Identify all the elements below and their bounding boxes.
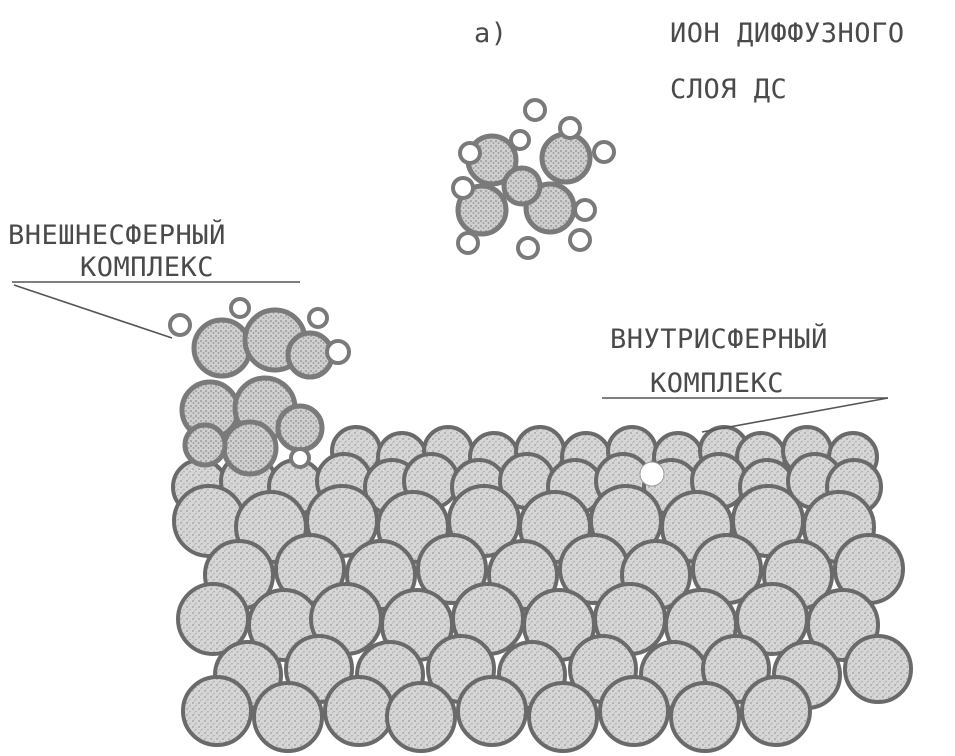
surface-atom [387, 683, 455, 751]
ion-ligand [594, 142, 614, 162]
ion-ligand [525, 100, 545, 120]
inner-sphere-pointer [702, 398, 888, 432]
surface-atom [254, 683, 322, 751]
inner-sphere-label-line2: КОМПЛЕКС [650, 368, 784, 399]
outer-sphere-label-line2: КОМПЛЕКС [80, 252, 214, 283]
inner-sphere-site [640, 462, 664, 486]
complex-atom [194, 320, 250, 376]
ion-ligand [511, 131, 529, 149]
ion-ligand [560, 118, 580, 138]
complex-atom [224, 422, 276, 474]
diffuse-layer-ion [453, 100, 614, 258]
diffuse-ion-label-line1: ИОН ДИФФУЗНОГО [670, 18, 905, 49]
surface-atom [183, 677, 251, 745]
complex-ligand [231, 299, 249, 317]
complex-ligand [291, 449, 309, 467]
outer-sphere-label-line1: ВНЕШНЕСФЕРНЫЙ [8, 219, 226, 251]
complex-atom [278, 406, 322, 450]
ion-ligand [575, 200, 595, 220]
surface-atom [529, 683, 597, 751]
ion-ligand [460, 143, 480, 163]
ion-atom [504, 168, 540, 204]
inner-sphere-label-line1: ВНУТРИСФЕРНЫЙ [610, 323, 828, 355]
outer-sphere-complex [170, 299, 349, 474]
solid-surface-atoms [173, 427, 911, 751]
complex-ligand [327, 341, 349, 363]
ion-atom [542, 134, 590, 182]
outer-sphere-pointer [14, 285, 172, 338]
ion-ligand [570, 230, 590, 250]
complex-ligand [309, 309, 327, 327]
ion-ligand [458, 233, 478, 253]
panel-label: а) [474, 18, 508, 49]
surface-atom [671, 683, 739, 751]
ion-ligand [453, 178, 473, 198]
complex-atom [185, 425, 225, 465]
surface-atom [600, 677, 668, 745]
surface-atom [845, 636, 911, 702]
complex-ligand [170, 315, 190, 335]
surface-atom [742, 677, 810, 745]
diffuse-ion-label-line2: СЛОЯ ДС [670, 74, 787, 105]
surface-atom [325, 677, 393, 745]
ion-ligand [518, 238, 538, 258]
surface-atom [458, 677, 526, 745]
